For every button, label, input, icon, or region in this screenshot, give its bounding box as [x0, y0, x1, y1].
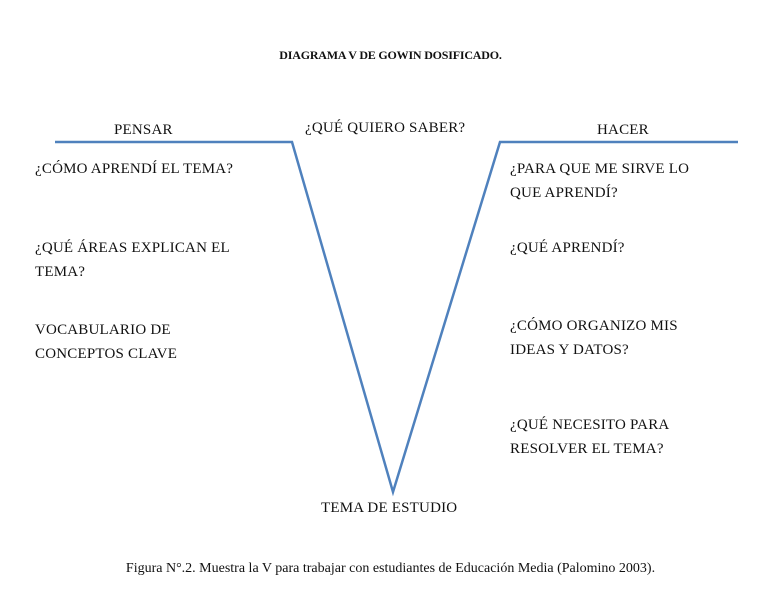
left-item-line: CONCEPTOS CLAVE — [35, 346, 178, 362]
left-item-line: VOCABULARIO DE — [35, 322, 171, 338]
header-hacer: HACER — [597, 122, 649, 138]
header-pensar: PENSAR — [114, 122, 173, 138]
right-item-line: QUE APRENDÍ? — [510, 185, 618, 201]
left-item: ¿QUÉ ÁREAS EXPLICAN EL TEMA? — [35, 236, 230, 284]
right-item-line: ¿QUÉ NECESITO PARA — [510, 417, 670, 433]
left-item-line: ¿CÓMO APRENDÍ EL TEMA? — [35, 161, 234, 177]
right-item: ¿QUÉ APRENDÍ? — [510, 236, 625, 260]
left-item: VOCABULARIO DE CONCEPTOS CLAVE — [35, 318, 177, 366]
figure-caption: Figura N°.2. Muestra la V para trabajar … — [125, 561, 656, 576]
v-shape-line — [55, 140, 738, 497]
right-item-line: RESOLVER EL TEMA? — [510, 441, 664, 457]
tema-de-estudio: TEMA DE ESTUDIO — [321, 500, 458, 516]
left-item-line: ¿QUÉ ÁREAS EXPLICAN EL — [35, 240, 230, 256]
right-item-line: IDEAS Y DATOS? — [510, 342, 629, 358]
right-item: ¿QUÉ NECESITO PARA RESOLVER EL TEMA? — [510, 413, 669, 461]
right-item-line: ¿PARA QUE ME SIRVE LO — [510, 161, 690, 177]
right-item: ¿PARA QUE ME SIRVE LO QUE APRENDÍ? — [510, 157, 689, 205]
left-item-line: TEMA? — [35, 264, 86, 280]
header-que-quiero-saber: ¿QUÉ QUIERO SABER? — [305, 120, 466, 136]
left-item: ¿CÓMO APRENDÍ EL TEMA? — [35, 157, 233, 181]
right-item-line: ¿CÓMO ORGANIZO MIS — [510, 318, 678, 334]
right-item-line: ¿QUÉ APRENDÍ? — [510, 240, 625, 256]
right-item: ¿CÓMO ORGANIZO MIS IDEAS Y DATOS? — [510, 314, 678, 362]
diagram-title: DIAGRAMA V DE GOWIN DOSIFICADO. — [279, 48, 502, 62]
